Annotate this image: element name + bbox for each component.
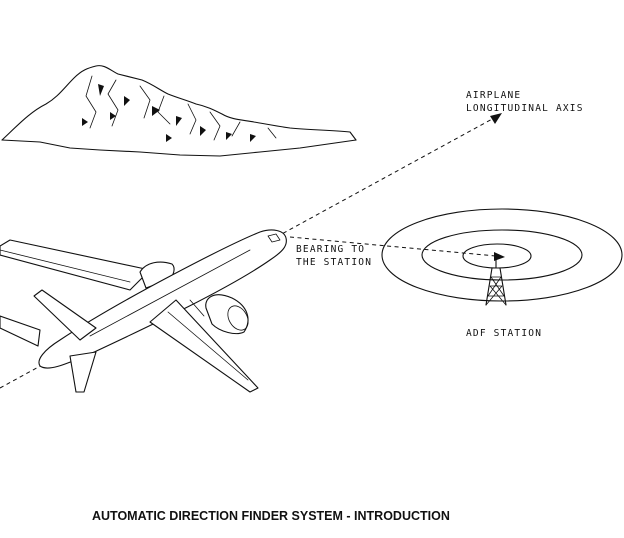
axis-label-line2: LONGITUDINAL AXIS [466, 103, 584, 114]
adf-tower-icon [485, 257, 507, 306]
mountain-illustration [1, 65, 357, 157]
figure-caption: AUTOMATIC DIRECTION FINDER SYSTEM - INTR… [92, 509, 450, 523]
station-label: ADF STATION [466, 328, 542, 339]
airplane-illustration [0, 229, 287, 393]
bearing-label-line2: THE STATION [296, 257, 372, 268]
station-rings [381, 208, 623, 302]
axis-label-line1: AIRPLANE [466, 90, 521, 101]
axis-arrow-icon [490, 113, 502, 124]
bearing-label-line1: BEARING TO [296, 244, 365, 255]
bearing-arrow-icon [494, 252, 505, 261]
